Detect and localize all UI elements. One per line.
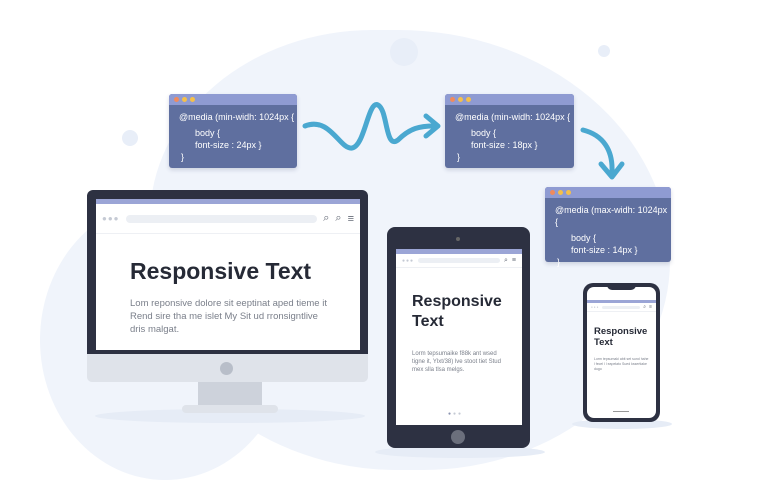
deco-circle: [598, 45, 610, 57]
power-button-icon: [220, 362, 233, 375]
deco-circle: [390, 38, 418, 66]
arrow-head: [598, 161, 625, 180]
code-line: @media (min-widh: 1024px {: [179, 112, 295, 122]
desktop-screen: ●●● ⌕ ⌕ ≡ Responsive Text Lom reponsive …: [96, 199, 360, 350]
body-text: Lorm tepsumaki abit set sund hahe l fece…: [594, 357, 649, 371]
menu-icon[interactable]: ≡: [347, 212, 354, 225]
code-line: body {: [195, 128, 221, 138]
home-indicator: [613, 411, 629, 412]
wavy-arrow: [302, 102, 437, 151]
monitor-chin: [87, 354, 368, 382]
code-line: @media (min-widh: 1024px {: [455, 112, 571, 122]
page-indicator: ●●●: [448, 411, 464, 417]
code-line: @media (max-widh: 1024px {: [555, 205, 668, 227]
monitor-base: [182, 405, 278, 413]
tablet-screen: ●●● ⌕ ≡ Responsive Text Lorm tepsumaike …: [396, 249, 522, 425]
heading: Responsive Text: [130, 258, 312, 284]
heading: Responsive Text: [412, 293, 502, 330]
code-line: body {: [471, 128, 497, 138]
code-line: }: [457, 152, 461, 162]
phone-screen: ●●● ⌕ ≡ Responsive Text Lorm tepsumaki a…: [587, 287, 656, 418]
curved-arrow: [580, 127, 615, 175]
menu-icon[interactable]: ≡: [511, 257, 516, 264]
menu-icon[interactable]: ≡: [649, 304, 652, 310]
code-line: }: [557, 257, 561, 267]
device-shadow: [375, 446, 545, 458]
deco-circle: [122, 130, 138, 146]
search-icon[interactable]: ⌕: [335, 212, 342, 224]
search-icon[interactable]: ⌕: [323, 212, 330, 224]
heading: Responsive Text: [594, 326, 648, 348]
device-shadow: [95, 409, 365, 423]
search-icon[interactable]: ⌕: [503, 256, 508, 264]
code-line: font-size : 24px }: [195, 140, 262, 150]
css-code-block-tablet: @media (min-widh: 1024px { body { font-s…: [445, 94, 574, 168]
css-code-block-phone: @media (max-widh: 1024px { body { font-s…: [545, 187, 671, 267]
code-line: }: [181, 152, 185, 162]
code-line: body {: [571, 233, 597, 243]
home-button[interactable]: [451, 430, 465, 444]
search-icon[interactable]: ⌕: [643, 304, 647, 310]
monitor-stand: [198, 382, 262, 406]
code-line: font-size : 18px }: [471, 140, 538, 150]
css-code-block-desktop: @media (min-widh: 1024px { body { font-s…: [169, 94, 297, 168]
body-text: Lom reponsive dolore sit eeptinat aped t…: [130, 298, 327, 335]
phone-notch: [607, 283, 636, 290]
body-text: Lorm tepsumaike f88k ant wsed tigne it, …: [412, 351, 501, 373]
code-line: font-size : 14px }: [571, 245, 638, 255]
camera-icon: [456, 237, 460, 241]
arrow-head: [423, 113, 441, 139]
